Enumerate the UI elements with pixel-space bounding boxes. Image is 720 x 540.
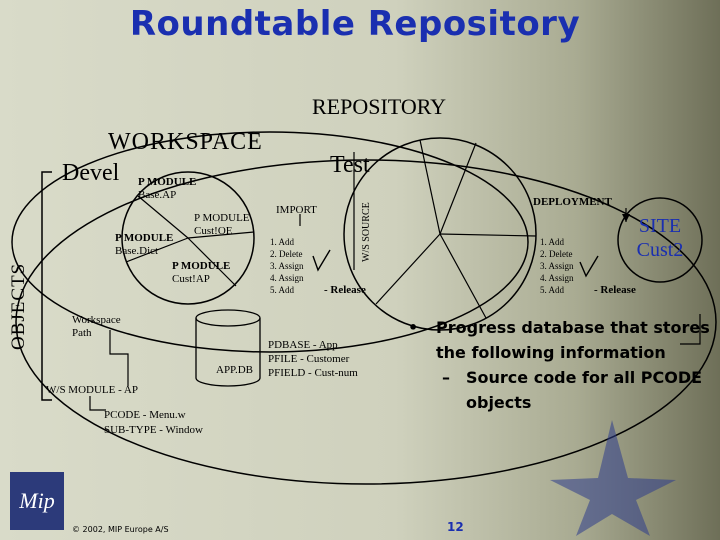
devel-circle [121,171,255,305]
objects-label: OBJECTS [8,262,29,350]
deployment-release-label: - Release [594,284,636,296]
info-bullets: • Progress database that stores the foll… [408,315,714,415]
slide-title: Roundtable Repository [129,4,581,44]
test-release-label: - Release [324,284,366,296]
workspace-label: WORKSPACE [108,129,263,155]
repository-label: REPOSITORY [312,94,447,119]
star-graphic [550,420,676,536]
copyright-text: © 2002, MIP Europe A/S [72,525,169,534]
workspace-ellipse [11,131,529,353]
pcode-label: PCODE - Menu.w SUB-TYPE - Window [104,409,203,436]
pdbase-label: PDBASE - App PFILE - Customer PFIELD - C… [268,339,358,379]
bullet-item-1: • Progress database that stores the foll… [408,315,714,365]
site-circle [617,197,703,283]
app-db-label: APP.DB [216,364,253,376]
devel-module-cust-ap: P MODULE Cust!AP [172,260,231,285]
devel-module-cust-oe: P MODULE Cust!OE [194,212,250,237]
devel-module-base-dict: P MODULE Base.Dict [115,232,174,257]
wsmodule-label: W/S MODULE - AP [46,384,138,396]
deployment-steps-list: 1. Add 2. Delete 3. Assign 4. Assign 5. … [540,237,574,295]
site-label: SITE Cust2 [636,215,684,261]
deployment-label: DEPLOYMENT [533,196,612,208]
workspace-path-label: Workspace Path [72,314,121,339]
devel-label: Devel [62,160,120,186]
bullet-subitem-1: – Source code for all PCODE objects [408,365,714,415]
test-label: Test [330,152,370,178]
objects-bracket [41,171,52,401]
dash-icon: – [442,368,450,387]
wssource-label: W/S SOURCE [361,202,372,262]
repository-ellipse [15,159,717,485]
import-label: IMPORT [276,204,317,216]
test-steps-list: 1. Add 2. Delete 3. Assign 4. Assign 5. … [270,237,304,295]
devel-module-base-ap: P MODULE Base.AP [138,176,197,201]
test-circle [343,137,537,331]
page-number: 12 [447,520,464,534]
mip-logo: Mip [10,472,64,530]
bullet-dot-icon: • [408,318,419,337]
